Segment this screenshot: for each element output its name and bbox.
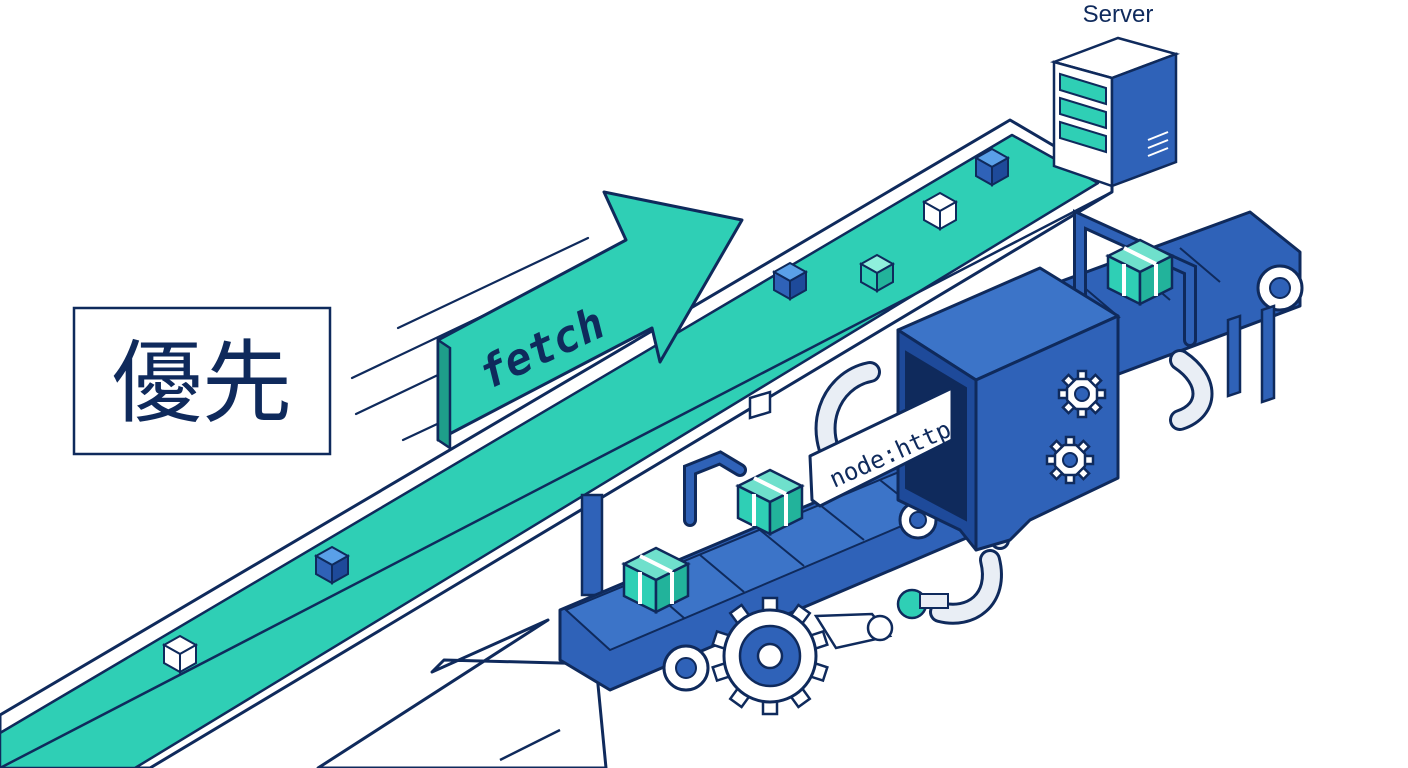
secondary-arrow-icon bbox=[316, 618, 608, 768]
priority-label: 優先 bbox=[112, 331, 292, 436]
server-icon bbox=[1049, 36, 1181, 188]
data-cube-icon bbox=[773, 262, 807, 300]
gear-icon bbox=[1045, 435, 1095, 485]
data-cube-icon bbox=[923, 192, 957, 230]
data-cube-icon bbox=[860, 254, 894, 292]
server-label: Server bbox=[1083, 1, 1154, 28]
fast-lane-conveyor bbox=[0, 118, 1114, 768]
data-cube-icon bbox=[315, 546, 349, 584]
gear-icon bbox=[711, 596, 829, 716]
processing-machine bbox=[896, 266, 1120, 552]
gear-icon bbox=[1057, 369, 1107, 419]
data-cube-icon bbox=[163, 635, 197, 673]
priority-label-box: 優先 bbox=[72, 306, 332, 456]
data-cube-icon bbox=[975, 148, 1009, 186]
roller-assembly bbox=[813, 588, 949, 650]
